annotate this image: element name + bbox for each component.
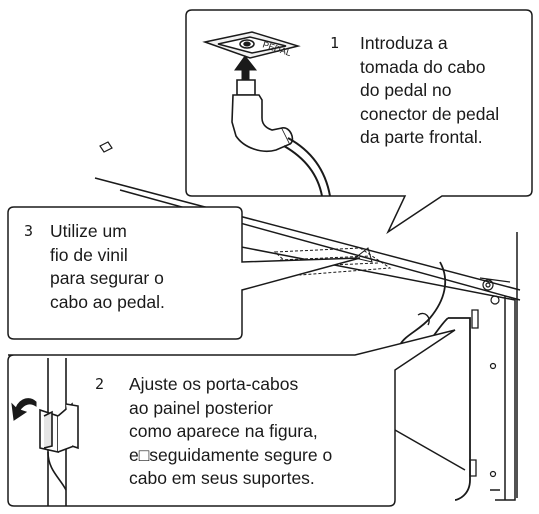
pedal-plug [231, 79, 294, 152]
rotate-arrow-icon [11, 398, 37, 421]
step-3-line: cabo ao pedal. [50, 291, 165, 312]
step-3-line: para segurar o [50, 268, 164, 288]
step-3-line: fio de vinil [50, 244, 128, 265]
step-2-callout: 2 Ajuste os porta-cabos ao painel poster… [95, 373, 332, 491]
callout-1-box [185, 9, 533, 235]
step-2-line: e□seguidamente segure o [129, 444, 333, 465]
pedal-cable [398, 261, 479, 501]
callout-2-box [7, 329, 456, 507]
step-3-number: 3 [24, 222, 34, 240]
step-1-line: conector de pedal [360, 103, 500, 124]
step-1-line: do pedal no [360, 80, 452, 100]
pedal-plug-cable-edge [283, 145, 323, 197]
step-2-line: como aparece na figura, [129, 421, 318, 441]
step-1-callout: 1 Introduza a tomada do cabo do pedal no… [330, 32, 499, 150]
step-2-line: ao painel posterior [129, 397, 273, 418]
step-1-line: Introduza a [360, 33, 448, 53]
pedal-connector-plate [202, 31, 301, 59]
callout-3-box [7, 206, 361, 340]
step-1-line: da parte frontal. [360, 127, 483, 147]
step-3-callout: 3 Utilize um fio de vinil para segurar o… [24, 220, 165, 314]
rear-connectors [482, 279, 500, 478]
step-2-number: 2 [95, 375, 105, 393]
callout-2-pointer-lower [394, 429, 466, 471]
step-2-line: cabo em seus suportes. [129, 468, 315, 488]
cable-holder-detail [39, 358, 79, 506]
step-1-number: 1 [330, 34, 340, 52]
step-1-line: tomada do cabo [360, 56, 486, 77]
step-3-line: Utilize um [50, 221, 127, 241]
step-2-line: Ajuste os porta-cabos [129, 374, 299, 394]
pedal-plug-cable [287, 137, 331, 197]
